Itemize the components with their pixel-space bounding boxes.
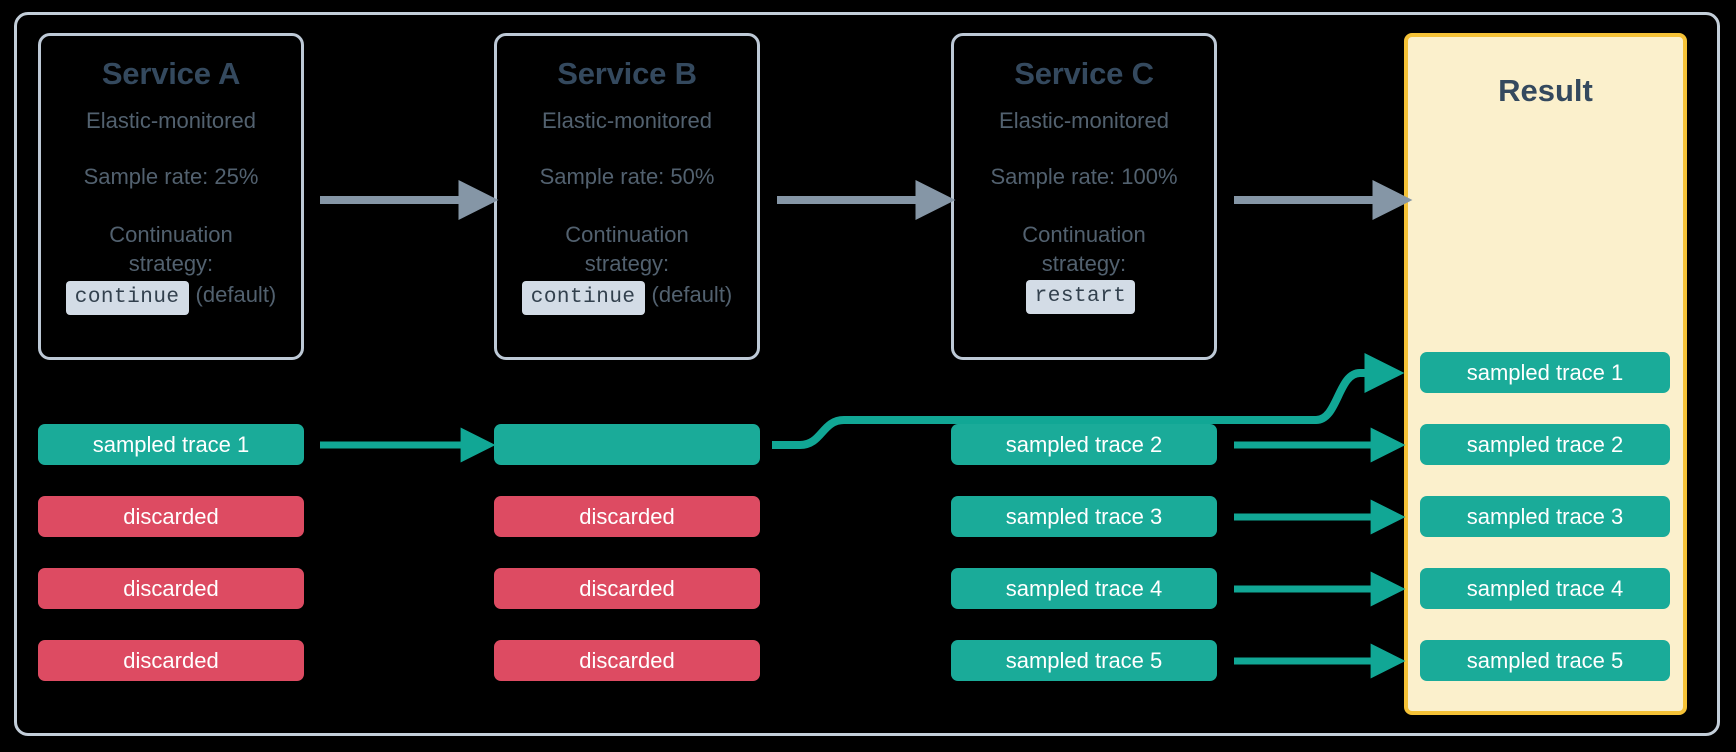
service-a-strategy-value: continue <box>65 281 189 315</box>
result-trace-3: sampled trace 3 <box>1420 496 1670 537</box>
service-c-subtitle: Elastic-monitored <box>999 108 1169 133</box>
result-trace-1: sampled trace 1 <box>1420 352 1670 393</box>
service-card-a: Service A Elastic-monitored Sample rate:… <box>38 33 304 360</box>
service-b-subtitle: Elastic-monitored <box>542 108 712 133</box>
service-a-strategy-label-1: Continuation <box>109 222 233 247</box>
service-c-strategy-label-1: Continuation <box>1022 222 1146 247</box>
service-a-trace-1: sampled trace 1 <box>38 424 304 465</box>
service-a-title: Service A <box>101 56 241 91</box>
service-b-strategy-label-1: Continuation <box>565 222 689 247</box>
service-a-strategy-note: (default) <box>195 282 277 308</box>
service-a-strategy: Continuation strategy: continue (default… <box>65 220 277 315</box>
service-a-trace-2: discarded <box>38 496 304 537</box>
service-a-trace-4: discarded <box>38 640 304 681</box>
result-trace-2: sampled trace 2 <box>1420 424 1670 465</box>
service-c-trace-3: sampled trace 4 <box>951 568 1217 609</box>
service-c-trace-2: sampled trace 3 <box>951 496 1217 537</box>
result-trace-5: sampled trace 5 <box>1420 640 1670 681</box>
service-b-trace-4: discarded <box>494 640 760 681</box>
result-trace-4: sampled trace 4 <box>1420 568 1670 609</box>
service-card-c: Service C Elastic-monitored Sample rate:… <box>951 33 1217 360</box>
service-c-strategy: Continuation strategy: restart <box>1022 220 1146 314</box>
service-c-trace-4: sampled trace 5 <box>951 640 1217 681</box>
service-b-strategy-note: (default) <box>651 282 733 308</box>
service-b-sample-rate: Sample rate: 50% <box>539 164 715 189</box>
result-title: Result <box>1498 73 1593 108</box>
service-a-strategy-label-2: strategy: <box>128 251 214 277</box>
service-a-sample-rate: Sample rate: 25% <box>83 164 259 189</box>
service-b-trace-1 <box>494 424 760 465</box>
service-a-trace-3: discarded <box>38 568 304 609</box>
service-c-strategy-label-2: strategy: <box>1041 251 1127 277</box>
service-c-strategy-value: restart <box>1025 280 1136 314</box>
service-b-title: Service B <box>557 56 697 91</box>
service-b-trace-2: discarded <box>494 496 760 537</box>
service-c-title: Service C <box>1014 56 1154 91</box>
service-card-b: Service B Elastic-monitored Sample rate:… <box>494 33 760 360</box>
service-b-strategy: Continuation strategy: continue (default… <box>521 220 733 315</box>
service-c-trace-1: sampled trace 2 <box>951 424 1217 465</box>
service-a-subtitle: Elastic-monitored <box>86 108 256 133</box>
service-b-trace-3: discarded <box>494 568 760 609</box>
outer-frame <box>14 12 1720 736</box>
service-b-strategy-value: continue <box>521 281 645 315</box>
service-c-sample-rate: Sample rate: 100% <box>990 164 1178 189</box>
service-b-strategy-label-2: strategy: <box>584 251 670 277</box>
